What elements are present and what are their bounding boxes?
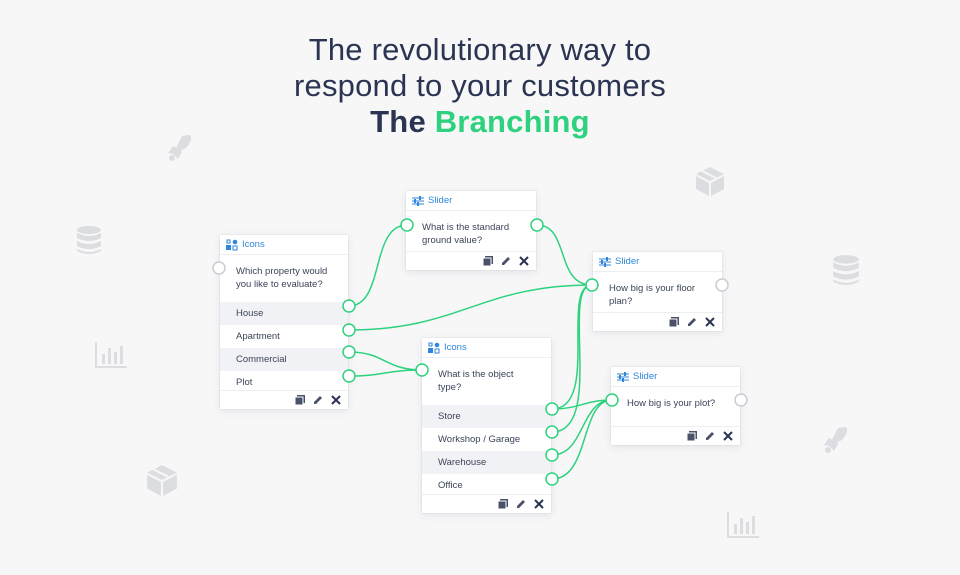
option-store[interactable]: Store [422, 405, 551, 428]
delete-icon[interactable] [330, 394, 342, 406]
headline-prefix: The [370, 104, 426, 139]
copy-icon[interactable] [294, 394, 306, 406]
icons-type-icon [226, 239, 238, 251]
box-icon [145, 463, 179, 497]
copy-icon[interactable] [497, 498, 509, 510]
node-question: How big is your plot? [627, 398, 716, 409]
delete-icon[interactable] [518, 255, 530, 267]
copy-icon[interactable] [668, 316, 680, 328]
node-question: How big is your floor plan? [609, 283, 696, 307]
edit-icon[interactable] [500, 255, 512, 267]
bar-chart-icon [95, 342, 127, 368]
node-type-label: Slider [633, 371, 658, 382]
node-toolbar [422, 494, 551, 513]
copy-icon[interactable] [482, 255, 494, 267]
headline-line-1: The revolutionary way to [308, 32, 652, 67]
headline-line-3: The Branching [0, 104, 960, 140]
node-header: Icons [422, 338, 551, 358]
node-header: Slider [593, 252, 722, 272]
option-house[interactable]: House [220, 302, 348, 325]
node-toolbar [593, 312, 722, 331]
bar-chart-icon [727, 512, 759, 538]
node-icons-property[interactable]: Icons Which property would you like to e… [220, 235, 348, 409]
wire-workshop-to-floor [551, 284, 593, 433]
node-header: Slider [611, 367, 740, 387]
database-icon [76, 225, 102, 255]
node-header: Icons [220, 235, 348, 255]
wire-store-to-floor [551, 284, 593, 410]
headline: The revolutionary way to respond to your… [0, 32, 960, 140]
wire-apartment-to-floor [348, 284, 593, 331]
edit-icon[interactable] [312, 394, 324, 406]
option-workshop-garage[interactable]: Workshop / Garage [438, 434, 521, 445]
node-toolbar [220, 390, 348, 409]
option-warehouse[interactable]: Warehouse [422, 451, 551, 474]
database-icon [832, 254, 860, 286]
option-apartment[interactable]: Apartment [236, 331, 280, 342]
option-commercial[interactable]: Commercial [220, 348, 348, 371]
node-slider-plot[interactable]: Slider How big is your plot? [611, 367, 740, 445]
box-icon [694, 165, 726, 197]
node-type-label: Slider [615, 256, 640, 267]
node-question: Which property would you like to evaluat… [236, 266, 328, 290]
wire-house-to-ground [348, 224, 408, 307]
wire-office-to-plot [551, 399, 613, 480]
headline-line-2: respond to your customers [293, 68, 666, 103]
icons-type-icon [428, 342, 440, 354]
node-toolbar [406, 251, 536, 270]
option-office[interactable]: Office [438, 480, 463, 491]
delete-icon[interactable] [533, 498, 545, 510]
rocket-icon [164, 132, 194, 164]
slider-type-icon [599, 256, 611, 268]
headline-accent: Branching [434, 104, 590, 139]
wire-commercial-to-object [348, 351, 423, 371]
node-slider-ground[interactable]: Slider What is the standard ground value… [406, 191, 536, 270]
edit-icon[interactable] [704, 430, 716, 442]
node-type-label: Slider [428, 195, 453, 206]
edit-icon[interactable] [686, 316, 698, 328]
delete-icon[interactable] [722, 430, 734, 442]
node-type-label: Icons [444, 342, 467, 353]
node-header: Slider [406, 191, 536, 211]
slider-type-icon [617, 371, 629, 383]
edit-icon[interactable] [515, 498, 527, 510]
delete-icon[interactable] [704, 316, 716, 328]
option-plot[interactable]: Plot [236, 377, 253, 388]
rocket-icon [820, 424, 850, 456]
node-icons-object[interactable]: Icons What is the object type? Store Wor… [422, 338, 551, 513]
wire-plot-to-object [348, 369, 423, 377]
node-type-label: Icons [242, 239, 265, 250]
slider-type-icon [412, 195, 424, 207]
node-toolbar [611, 426, 740, 445]
node-question: What is the standard ground value? [422, 222, 510, 246]
wire-ground-to-floor [536, 224, 593, 286]
node-question: What is the object type? [438, 369, 514, 393]
node-slider-floor[interactable]: Slider How big is your floor plan? [593, 252, 722, 331]
copy-icon[interactable] [686, 430, 698, 442]
